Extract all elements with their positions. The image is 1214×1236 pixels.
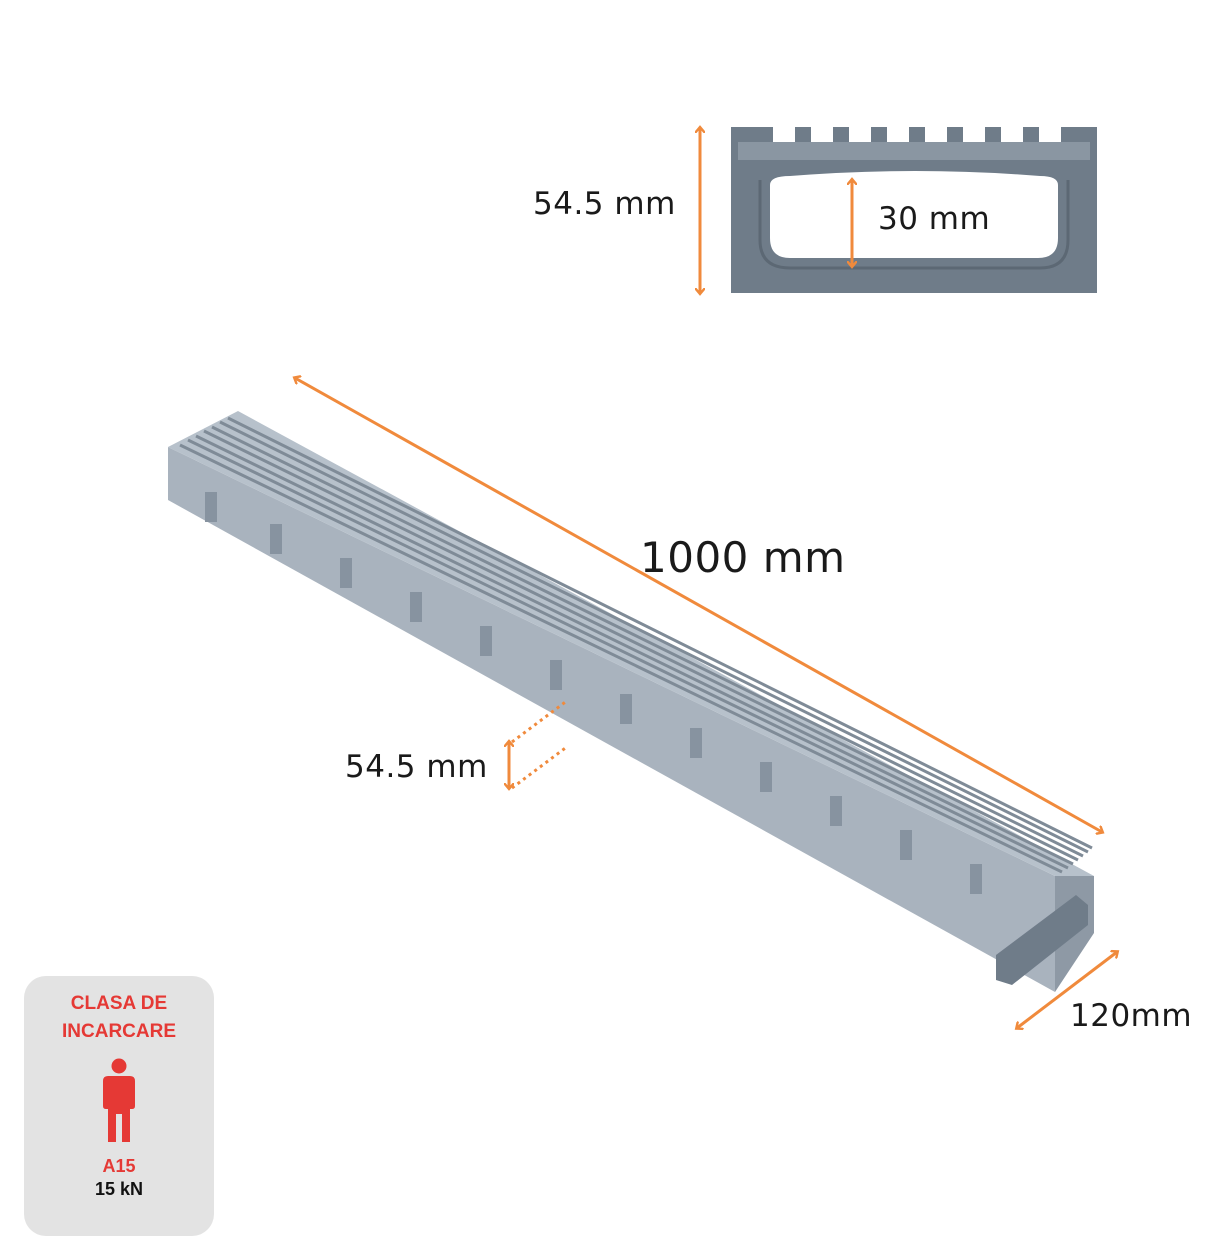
cross-section-inner-depth-label: 30 mm — [878, 201, 991, 237]
cross-section-cavity — [770, 171, 1058, 258]
badge-title: CLASA DE INCARCARE — [24, 990, 214, 1046]
side-height-label: 54.5 mm — [345, 749, 488, 785]
cross-section-height-label: 54.5 mm — [533, 186, 676, 222]
length-label: 1000 mm — [640, 533, 846, 582]
load-class: A15 — [102, 1156, 136, 1176]
width-label: 120mm — [1070, 998, 1193, 1034]
width-arrow — [1017, 952, 1117, 1028]
load-value: 15 kN — [94, 1179, 144, 1199]
badge-title-line1: CLASA DE — [70, 993, 168, 1014]
side-height-guide-bottom — [511, 744, 569, 790]
side-height-guide-top — [511, 698, 569, 744]
length-arrow — [295, 378, 1102, 832]
person-icon — [103, 1058, 135, 1142]
badge-title-line2: INCARCARE — [62, 1021, 176, 1042]
load-class-badge: CLASA DE INCARCARE A15 15 kN — [24, 976, 214, 1236]
cross-section-view — [731, 127, 1097, 293]
grate-teeth — [773, 127, 1061, 144]
channel-isometric — [168, 411, 1094, 992]
